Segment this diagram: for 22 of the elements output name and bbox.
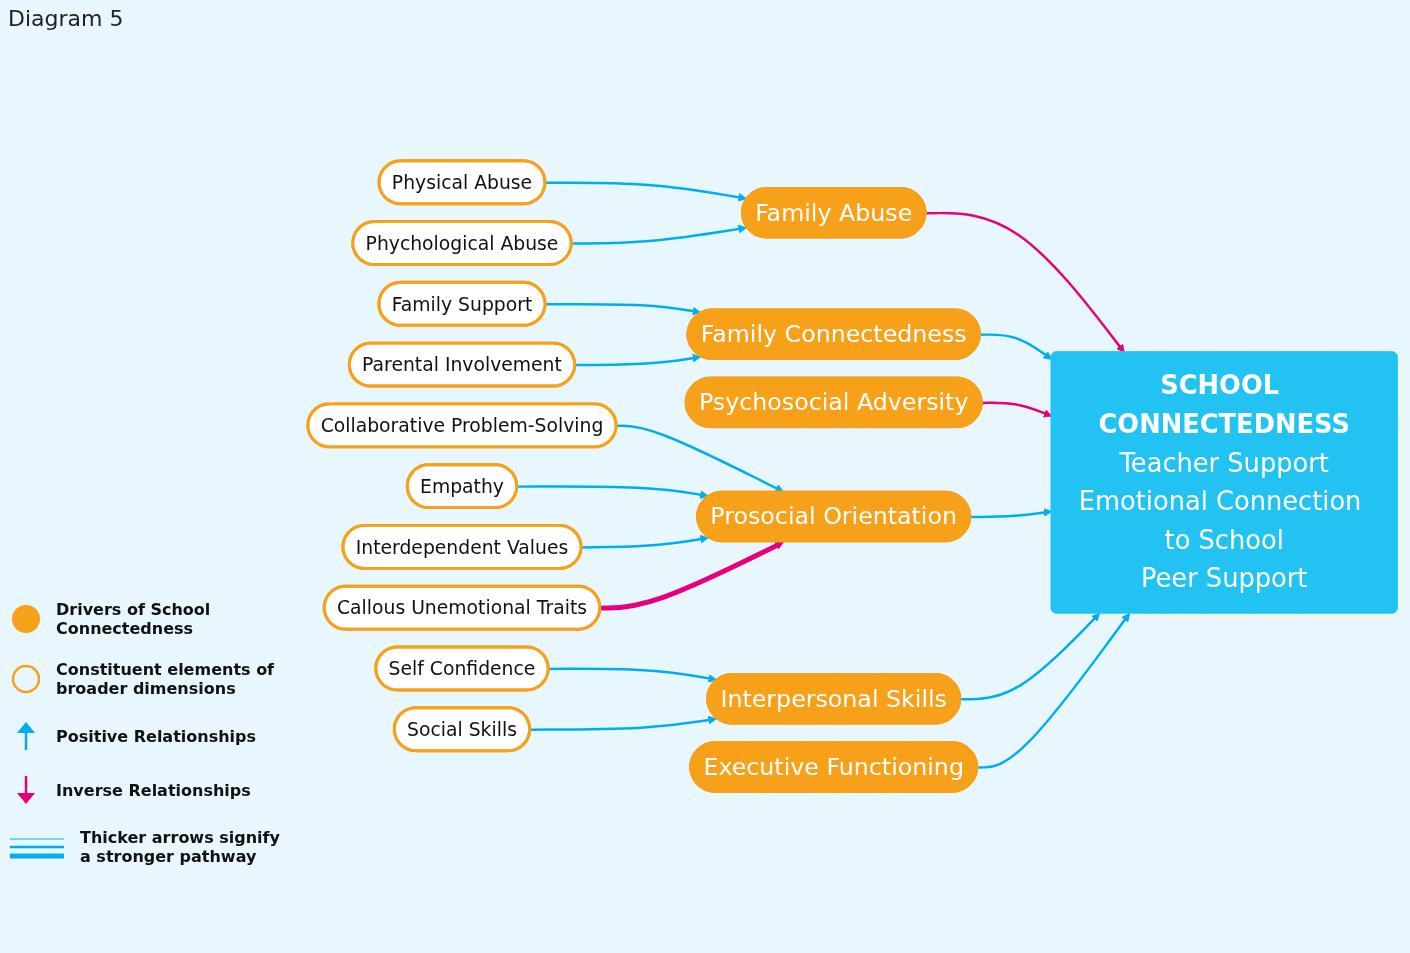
legend-label: Thicker arrows signify a stronger pathway <box>80 828 281 866</box>
arrow <box>548 667 717 683</box>
arrow <box>530 715 717 731</box>
arrow <box>616 424 784 493</box>
arrow <box>600 541 784 611</box>
arrow <box>571 224 747 245</box>
arrow <box>545 302 702 316</box>
legend-label: Positive Relationships <box>56 726 257 746</box>
arrow <box>926 211 1125 353</box>
legend-label: Constituent elements of broader dimensions <box>56 660 276 698</box>
arrow <box>980 333 1053 360</box>
arrow <box>517 485 709 500</box>
legend-label: Inverse Relationships <box>56 780 251 800</box>
diagram-title: Diagram 5 <box>8 6 124 31</box>
legend-label: Drivers of School Connectedness <box>56 600 212 638</box>
arrow <box>961 612 1100 701</box>
arrow <box>581 534 709 549</box>
arrow <box>982 401 1053 418</box>
arrow <box>971 508 1053 519</box>
arrow <box>575 353 702 367</box>
arrow <box>978 612 1130 769</box>
arrow <box>545 181 747 202</box>
